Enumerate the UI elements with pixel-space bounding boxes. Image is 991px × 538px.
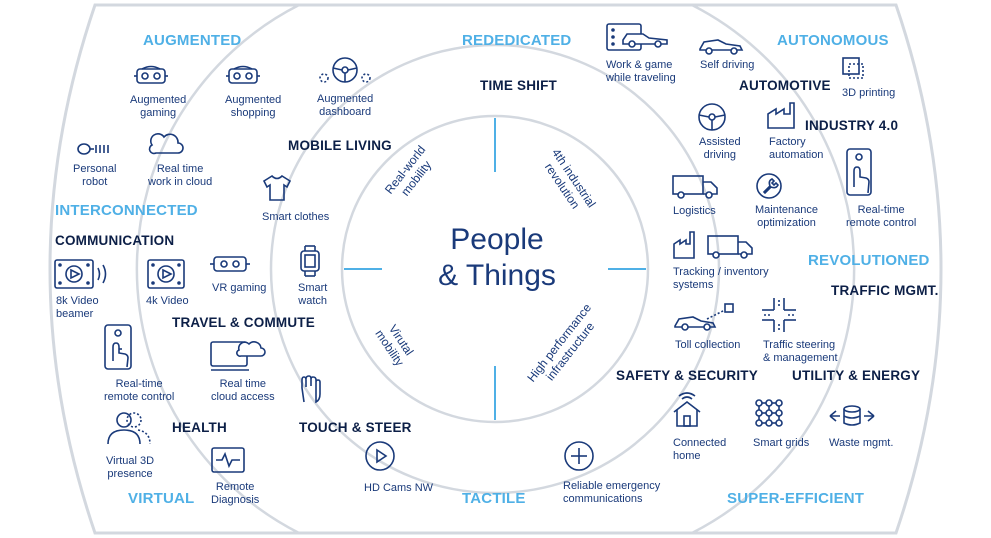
shirt-icon xyxy=(262,174,292,202)
item-3d-printing: 3D printing xyxy=(842,87,896,99)
category-augmented: AUGMENTED xyxy=(143,32,242,49)
steering-wheel-icon xyxy=(318,56,372,88)
item-work-game: Work & game while traveling xyxy=(606,59,676,84)
item-smart-clothes: Smart clothes xyxy=(262,211,330,223)
item-virtual-3d-presence: Virtual 3D presence xyxy=(106,455,155,480)
item-reliable-emergency: Reliable emergency communications xyxy=(563,480,661,505)
cloud-icon xyxy=(148,131,184,157)
sub-time-shift: TIME SHIFT xyxy=(480,78,557,93)
item-toll-collection: Toll collection xyxy=(675,339,741,351)
car-icon xyxy=(698,36,744,56)
diagnosis-monitor-icon xyxy=(210,446,246,474)
category-revolutioned: REVOLUTIONED xyxy=(808,252,930,269)
category-autonomous: AUTONOMOUS xyxy=(777,32,889,49)
item-personal-robot: Personal robot xyxy=(73,163,117,188)
item-augmented-gaming: Augmented gaming xyxy=(130,94,187,119)
category-super-efficient: SUPER-EFFICIENT xyxy=(727,490,865,507)
category-tactile: TACTILE xyxy=(462,490,526,507)
vr-headset-icon xyxy=(210,254,250,274)
video-screen-icon xyxy=(146,258,186,290)
smartwatch-icon xyxy=(298,244,322,278)
sub-touch-steer: TOUCH & STEER xyxy=(299,420,412,435)
cloud-laptop-icon xyxy=(209,338,267,374)
plus-circle-icon xyxy=(563,440,595,472)
item-self-driving: Self driving xyxy=(700,59,755,71)
item-real-time-cloud-access: Real time cloud access xyxy=(211,378,275,403)
item-real-time-remote-left: Real-time remote control xyxy=(104,378,175,403)
item-assisted-driving: Assisted driving xyxy=(699,136,741,161)
steering-wheel-icon xyxy=(697,102,727,132)
item-factory-automation: Factory automation xyxy=(769,136,824,161)
item-waste-mgmt: Waste mgmt. xyxy=(829,437,894,449)
item-connected-home: Connected home xyxy=(673,437,727,462)
item-augmented-dashboard: Augmented dashboard xyxy=(317,93,374,118)
hand-icon xyxy=(298,374,324,404)
hand-touch-tablet-icon xyxy=(103,323,135,373)
factory-truck-icon xyxy=(672,228,758,260)
category-virtual: VIRTUAL xyxy=(128,490,195,507)
item-augmented-shopping: Augmented shopping xyxy=(225,94,282,119)
sub-communication: COMMUNICATION xyxy=(55,233,175,248)
hand-touch-tablet-icon xyxy=(845,147,873,199)
sub-safety-security: SAFETY & SECURITY xyxy=(616,368,758,383)
person-icon xyxy=(104,410,154,446)
grid-icon xyxy=(754,398,784,428)
factory-icon xyxy=(766,100,796,130)
wrench-icon xyxy=(755,172,783,200)
item-real-time-work-cloud: Real time work in cloud xyxy=(148,163,213,188)
category-rededicated: REDEDICATED xyxy=(462,32,572,49)
item-tracking-inventory: Tracking / inventory systems xyxy=(673,266,769,291)
sub-automotive: AUTOMOTIVE xyxy=(739,78,831,93)
item-4k-video: 4k Video xyxy=(146,295,189,307)
traffic-intersection-icon xyxy=(762,298,796,332)
item-8k-video: 8k Video beamer xyxy=(56,295,99,320)
video-beamer-icon xyxy=(53,258,111,290)
sub-industry-4: INDUSTRY 4.0 xyxy=(805,118,899,133)
vr-headset-icon xyxy=(226,64,260,86)
item-traffic-steering: Traffic steering & management xyxy=(763,339,838,364)
robot-icon xyxy=(76,141,110,157)
item-hd-cams: HD Cams NW xyxy=(364,482,434,494)
sub-traffic-mgmt: TRAFFIC MGMT. xyxy=(831,283,939,298)
item-logistics: Logistics xyxy=(673,205,716,217)
sub-travel-commute: TRAVEL & COMMUTE xyxy=(172,315,315,330)
item-smart-watch: Smart watch xyxy=(298,282,328,307)
category-interconnected: INTERCONNECTED xyxy=(55,202,198,219)
item-real-time-remote-right: Real-time remote control xyxy=(846,204,917,229)
center-title: People & Things xyxy=(438,223,556,292)
sub-utility-energy: UTILITY & ENERGY xyxy=(792,368,921,383)
sub-mobile-living: MOBILE LIVING xyxy=(288,138,392,153)
item-vr-gaming: VR gaming xyxy=(212,282,267,294)
sub-health: HEALTH xyxy=(172,420,227,435)
item-smart-grids: Smart grids xyxy=(753,437,810,449)
3d-print-icon xyxy=(841,56,865,80)
toll-car-icon xyxy=(673,302,735,332)
truck-icon xyxy=(671,174,719,200)
vr-headset-icon xyxy=(134,64,168,86)
car-laptop-icon xyxy=(605,22,671,52)
waste-database-icon xyxy=(828,404,876,428)
home-wifi-icon xyxy=(672,388,702,428)
play-icon xyxy=(364,440,396,472)
item-maintenance-optimization: Maintenance optimization xyxy=(755,204,818,229)
item-remote-diagnosis: Remote Diagnosis xyxy=(211,481,260,506)
